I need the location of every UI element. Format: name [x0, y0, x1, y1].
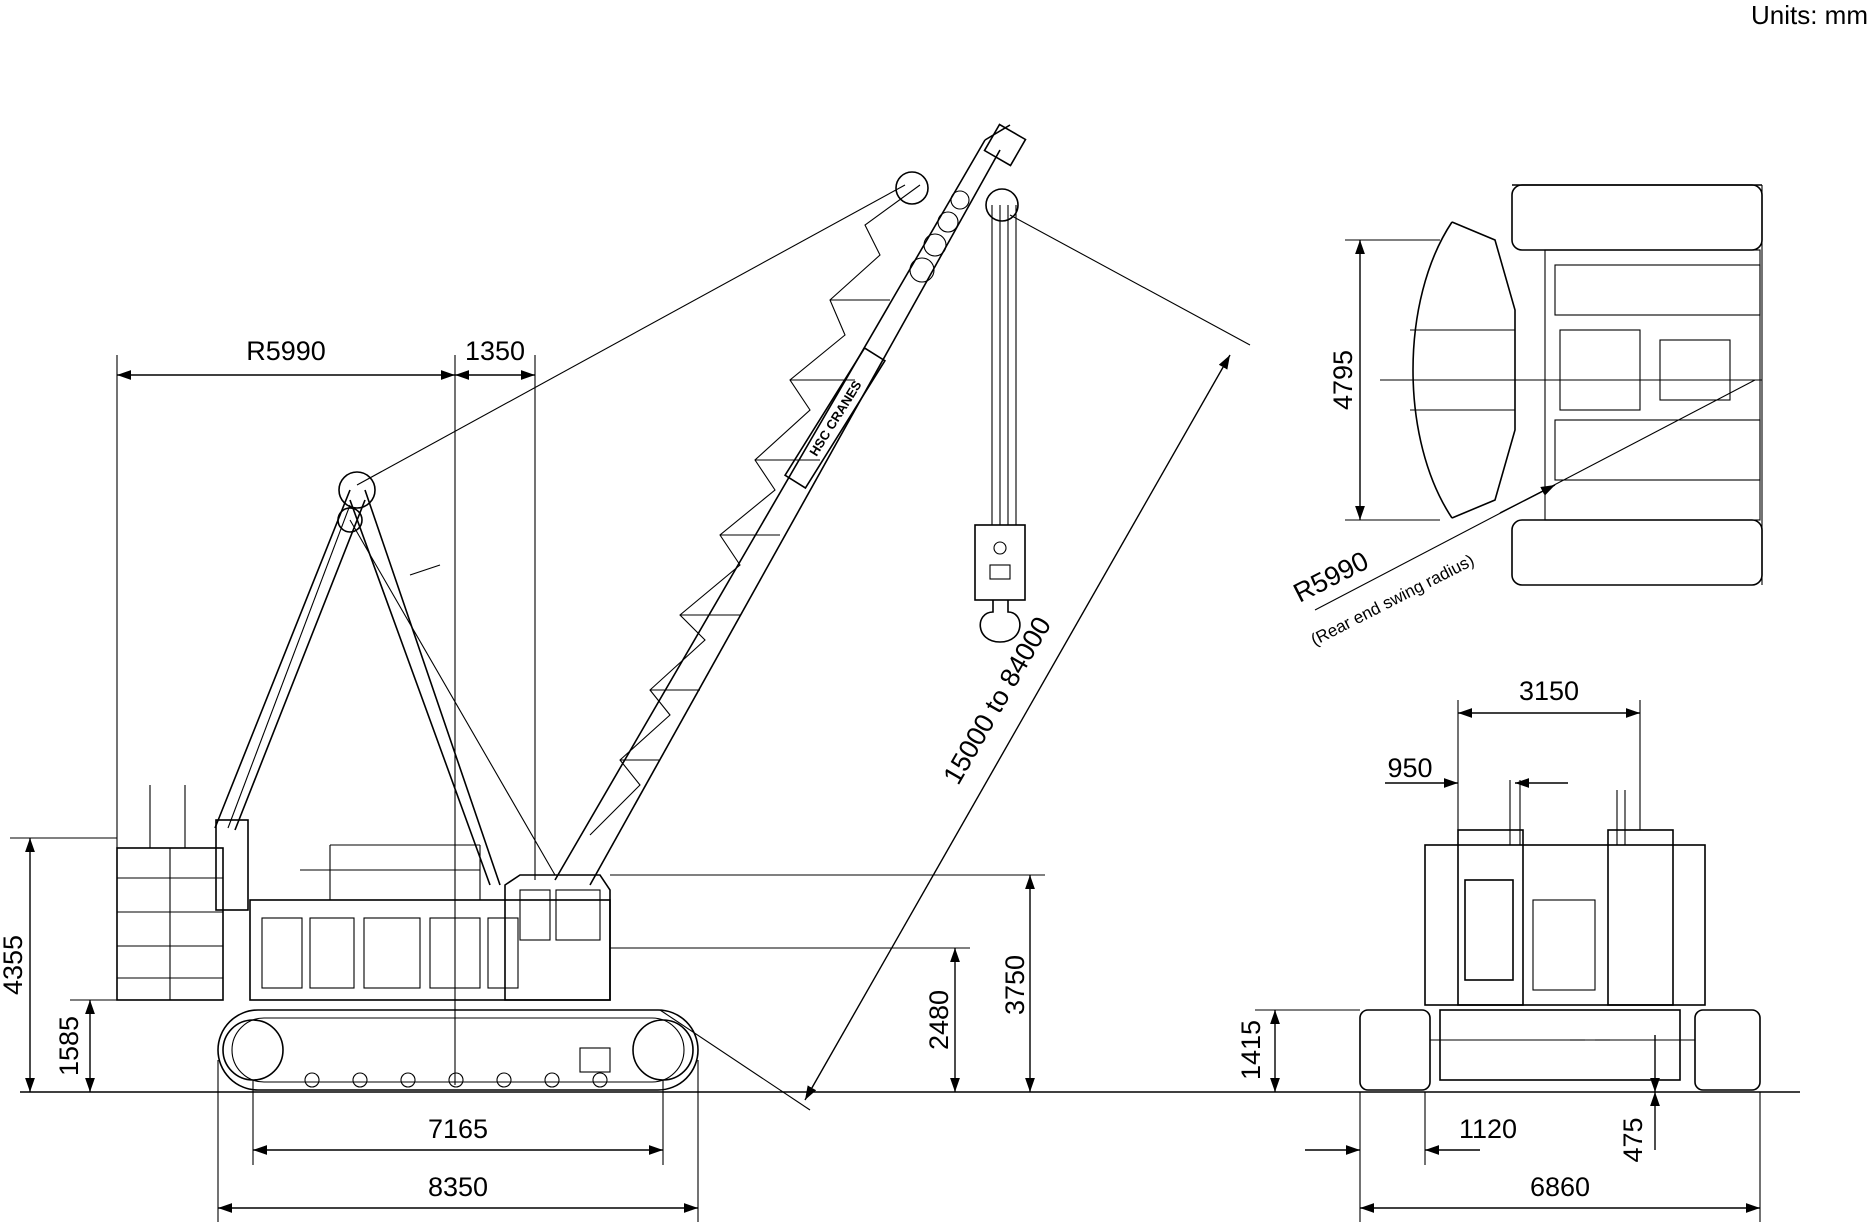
- side-view: HSC CRANES R5: [0, 123, 1800, 1222]
- extended-gauge-label: 6860: [1530, 1172, 1590, 1202]
- tumbler-distance-label: 7165: [428, 1114, 488, 1144]
- counterweight: [116, 785, 249, 1001]
- crawler-track: [217, 1009, 699, 1091]
- tail-radius-label: R5990: [246, 336, 326, 366]
- offset-label: 1350: [465, 336, 525, 366]
- dim-ground-clearance: 475: [1618, 1035, 1660, 1163]
- dim-counterweight-clearance: 1585: [54, 999, 117, 1092]
- cab-height-label: 3750: [1000, 955, 1030, 1015]
- dim-upper-width: 3150: [1457, 676, 1641, 830]
- dim-tumbler-distance: 7165: [252, 1080, 664, 1165]
- crawler-height-label: 1415: [1236, 1020, 1266, 1080]
- counterweight-clearance-label: 1585: [54, 1016, 84, 1076]
- dim-extended-gauge: 6860: [1360, 1092, 1761, 1222]
- upper-width-label: 3150: [1519, 676, 1579, 706]
- ground-clearance-label: 475: [1618, 1117, 1648, 1162]
- pendant-ropes: [227, 184, 906, 876]
- swing-radius-label: R5990: [1289, 546, 1374, 609]
- crawler-length-label: 8350: [428, 1172, 488, 1202]
- rear-view: 3150 950 1415 475 1120 6860: [1236, 676, 1761, 1222]
- dim-overall-height: 4355: [0, 837, 117, 1092]
- dim-top-width: 4795: [1328, 239, 1440, 521]
- cab-offset-label: 950: [1387, 753, 1432, 783]
- boom-foot-height-label: 2480: [924, 990, 954, 1050]
- dim-cab-height: 3750: [610, 874, 1045, 1092]
- overall-height-label: 4355: [0, 935, 28, 995]
- dim-crawler-height: 1415: [1236, 1009, 1360, 1092]
- mast: [214, 471, 501, 886]
- top-view: 4795 R5990 (Rear end swing radius): [1289, 184, 1763, 650]
- dim-cab-offset: 950: [1385, 753, 1568, 788]
- operator-cab: [504, 874, 611, 1001]
- dim-boom-foot-height: 2480: [610, 947, 970, 1092]
- dim-shoe-width: 1120: [1305, 1092, 1517, 1222]
- dim-tail-radius: R5990 1350: [116, 336, 536, 1085]
- top-width-label: 4795: [1328, 350, 1358, 410]
- units-label: Units: mm: [1751, 0, 1868, 30]
- shoe-width-label: 1120: [1459, 1114, 1517, 1144]
- dim-crawler-length: 8350: [217, 1060, 699, 1222]
- hook-block: [974, 205, 1026, 643]
